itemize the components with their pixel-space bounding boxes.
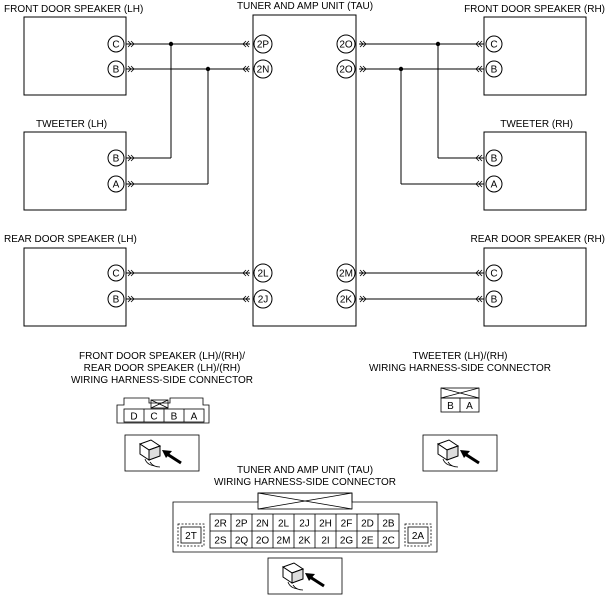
tau-cell: 2D bbox=[361, 519, 374, 530]
pin-label: 2M bbox=[339, 269, 353, 280]
connector-title-line: WIRING HARNESS-SIDE CONNECTOR bbox=[369, 363, 551, 374]
pin-label: B bbox=[491, 295, 498, 306]
connector-title-line: FRONT DOOR SPEAKER (LH)/(RH)/ bbox=[79, 351, 245, 362]
connector-view-icon bbox=[422, 434, 498, 472]
tau-cell: 2Q bbox=[235, 536, 249, 547]
tau-cell: 2B bbox=[382, 519, 395, 530]
pin-label: C bbox=[490, 269, 497, 280]
speaker-connector-title: FRONT DOOR SPEAKER (LH)/(RH)/ REAR DOOR … bbox=[71, 351, 253, 386]
label-rear-door-speaker-lh: REAR DOOR SPEAKER (LH) bbox=[4, 234, 137, 245]
tau-connector-title: TUNER AND AMP UNIT (TAU) WIRING HARNESS-… bbox=[214, 465, 396, 488]
tau-cell: 2G bbox=[340, 536, 354, 547]
tau-cell: 2S bbox=[214, 536, 227, 547]
connector-cell: B bbox=[171, 412, 178, 423]
pin-label: A bbox=[491, 180, 498, 191]
connector-title-line: REAR DOOR SPEAKER (LH)/(RH) bbox=[84, 363, 241, 374]
pin-label: B bbox=[491, 65, 498, 76]
pin-label: 2O bbox=[339, 40, 353, 51]
label-front-door-speaker-lh: FRONT DOOR SPEAKER (LH) bbox=[4, 4, 143, 15]
tau-cell: 2L bbox=[278, 519, 290, 530]
rear-door-speaker-rh-box bbox=[483, 247, 587, 327]
pin-label: 2K bbox=[340, 295, 353, 306]
connector-title-line: WIRING HARNESS-SIDE CONNECTOR bbox=[214, 477, 396, 488]
tau-cell: 2J bbox=[299, 519, 310, 530]
connector-cell: B bbox=[447, 401, 454, 412]
connector-cell: A bbox=[466, 401, 473, 412]
tau-cell: 2C bbox=[382, 536, 395, 547]
pin-label: 2N bbox=[257, 65, 270, 76]
connector-view-icon bbox=[267, 557, 343, 595]
pin-label: 2J bbox=[258, 295, 269, 306]
tau-cell: 2E bbox=[361, 536, 374, 547]
pin-label: B bbox=[113, 295, 120, 306]
label-tweeter-rh: TWEETER (RH) bbox=[500, 119, 573, 130]
tau-cell: 2K bbox=[298, 536, 311, 547]
pin-label: 2L bbox=[257, 269, 269, 280]
pin-label: B bbox=[113, 154, 120, 165]
tau-cell: 2N bbox=[256, 519, 269, 530]
pin-label: C bbox=[112, 40, 119, 51]
tau-cell: 2P bbox=[235, 519, 248, 530]
connector-cell: C bbox=[150, 412, 157, 423]
pin-label: 2P bbox=[257, 40, 270, 51]
pin-label: C bbox=[112, 269, 119, 280]
connector-title-line: TWEETER (LH)/(RH) bbox=[413, 351, 508, 362]
tau-cell: 2I bbox=[321, 536, 329, 547]
pins-tau-right: 2O 2O 2M 2K bbox=[336, 34, 356, 309]
pins-tweeter-lh: B A bbox=[107, 149, 125, 193]
speaker-connector-face: D C B A bbox=[116, 397, 210, 424]
connector-title-line: TUNER AND AMP UNIT (TAU) bbox=[237, 465, 373, 476]
pin-label: C bbox=[490, 40, 497, 51]
tau-cell: 2F bbox=[341, 519, 353, 530]
connector-chevrons bbox=[127, 40, 483, 303]
label-tau: TUNER AND AMP UNIT (TAU) bbox=[237, 1, 373, 12]
pins-front-lh: C B bbox=[107, 35, 125, 78]
pins-tau-left: 2P 2N 2L 2J bbox=[253, 34, 273, 309]
pins-rear-lh: C B bbox=[107, 264, 125, 308]
front-door-speaker-lh-box bbox=[23, 16, 127, 96]
tau-cell: 2O bbox=[256, 536, 270, 547]
tweeter-lh-box bbox=[23, 131, 127, 211]
tau-end-pin: 2A bbox=[412, 531, 425, 542]
pin-label: B bbox=[113, 65, 120, 76]
tau-cell: 2M bbox=[277, 536, 291, 547]
label-tweeter-lh: TWEETER (LH) bbox=[36, 119, 107, 130]
connector-cell: A bbox=[191, 412, 198, 423]
pins-front-rh: C B bbox=[485, 35, 503, 78]
tau-connector-face: 2T 2A 2R 2P 2N 2L 2J 2H 2F 2D 2B 2S 2Q 2… bbox=[172, 492, 438, 553]
rear-door-speaker-lh-box bbox=[23, 247, 127, 327]
front-door-speaker-rh-box bbox=[483, 16, 587, 96]
pins-rear-rh: C B bbox=[485, 264, 503, 308]
tau-cell: 2R bbox=[214, 519, 227, 530]
connector-view-icon bbox=[124, 434, 200, 472]
pin-label: 2O bbox=[339, 65, 353, 76]
tweeter-rh-box bbox=[483, 131, 587, 211]
pin-label: B bbox=[491, 154, 498, 165]
connector-title-line: WIRING HARNESS-SIDE CONNECTOR bbox=[71, 375, 253, 386]
tweeter-connector-face: B A bbox=[440, 387, 480, 413]
connector-cell: D bbox=[130, 412, 137, 423]
wires-right bbox=[359, 41, 484, 300]
label-front-door-speaker-rh: FRONT DOOR SPEAKER (RH) bbox=[464, 4, 605, 15]
pins-tweeter-rh: B A bbox=[485, 149, 503, 193]
tau-cell: 2H bbox=[319, 519, 332, 530]
tau-end-pin: 2T bbox=[185, 531, 197, 542]
label-rear-door-speaker-rh: REAR DOOR SPEAKER (RH) bbox=[471, 234, 605, 245]
tweeter-connector-title: TWEETER (LH)/(RH) WIRING HARNESS-SIDE CO… bbox=[369, 351, 551, 374]
pin-label: A bbox=[113, 180, 120, 191]
wires-left bbox=[126, 41, 250, 300]
